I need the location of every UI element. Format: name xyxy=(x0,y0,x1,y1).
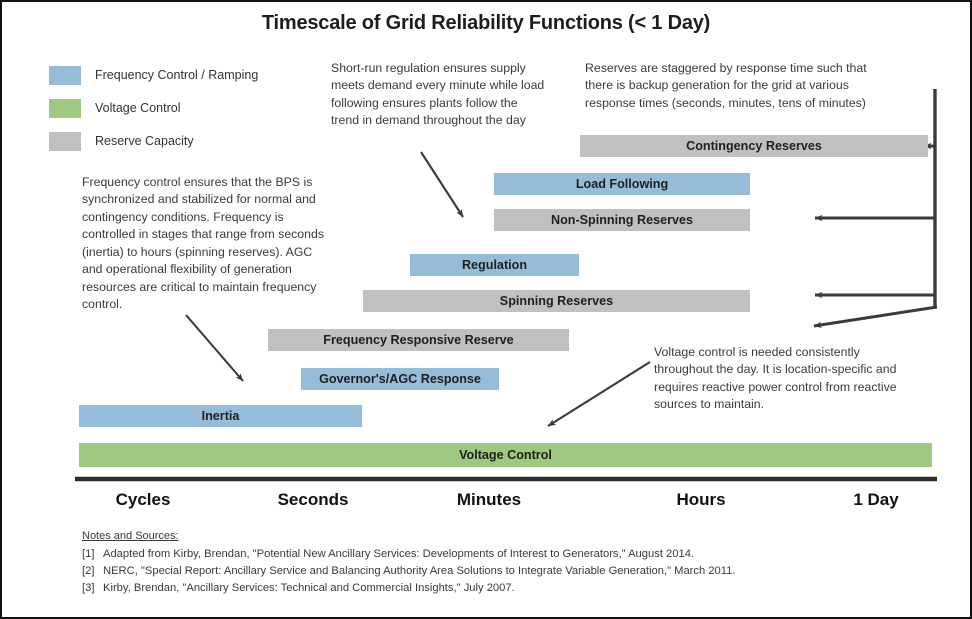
legend-swatch-reserve-capacity xyxy=(49,131,81,151)
bar-inertia: Inertia xyxy=(79,405,362,427)
bar-label: Spinning Reserves xyxy=(499,294,614,308)
legend-label-voltage-control: Voltage Control xyxy=(95,101,181,115)
bar-label: Regulation xyxy=(461,258,528,272)
bar-label: Voltage Control xyxy=(459,448,552,462)
axis-tick-seconds: Seconds xyxy=(277,490,349,509)
bar-contingency-reserves: Contingency Reserves xyxy=(580,135,928,157)
axis-tick-cycles: Cycles xyxy=(115,490,171,509)
source-number: [1] xyxy=(82,548,95,560)
bar-governor-s-agc-response: Governor's/AGC Response xyxy=(301,368,499,390)
arrow-frequency-responsive-reserve xyxy=(813,305,938,329)
bar-regulation: Regulation xyxy=(410,254,579,276)
axis-tick-1-day: 1 Day xyxy=(853,490,899,509)
source-number: [2] xyxy=(82,565,95,577)
source-item: Adapted from Kirby, Brendan, "Potential … xyxy=(103,548,695,560)
page-title: Timescale of Grid Reliability Functions … xyxy=(261,12,711,34)
source-item: NERC, "Special Report: Ancillary Service… xyxy=(103,565,736,577)
legend-reserve-capacity: Reserve Capacity xyxy=(49,128,258,154)
annotation-frequency-control: Frequency control ensures that the BPS i… xyxy=(82,175,324,312)
bar-label: Contingency Reserves xyxy=(686,139,822,153)
axis-tick-hours: Hours xyxy=(676,490,726,509)
source-number: [3] xyxy=(82,582,95,594)
source-item: Kirby, Brendan, "Ancillary Services: Tec… xyxy=(103,582,515,594)
legend-label-reserve-capacity: Reserve Capacity xyxy=(95,134,194,148)
legend-swatch-voltage-control xyxy=(49,98,81,118)
bar-label: Governor's/AGC Response xyxy=(319,372,481,386)
legend-frequency-control: Frequency Control / Ramping xyxy=(49,62,258,88)
bar-spinning-reserves: Spinning Reserves xyxy=(363,290,750,312)
legend-voltage-control: Voltage Control xyxy=(49,95,258,121)
bar-frequency-responsive-reserve: Frequency Responsive Reserve xyxy=(268,329,569,351)
bar-non-spinning-reserves: Non-Spinning Reserves xyxy=(494,209,750,231)
bar-load-following: Load Following xyxy=(494,173,750,195)
bar-label: Load Following xyxy=(575,177,669,191)
arrow-regulation xyxy=(420,151,464,218)
arrow-voltage-control xyxy=(547,361,651,427)
bar-label: Frequency Responsive Reserve xyxy=(323,333,514,347)
bar-voltage-control: Voltage Control xyxy=(79,443,932,467)
legend-swatch-frequency-control xyxy=(49,65,81,85)
annotation-voltage-control: Voltage control is needed consistently t… xyxy=(654,345,897,412)
bar-label: Inertia xyxy=(201,409,240,423)
notes-heading: Notes and Sources: xyxy=(82,530,179,542)
bar-label: Non-Spinning Reserves xyxy=(550,213,694,227)
arrow-frequency-control xyxy=(185,314,244,382)
axis-tick-minutes: Minutes xyxy=(456,490,522,509)
legend-label-frequency-control: Frequency Control / Ramping xyxy=(95,68,259,82)
annotation-reserves: Reserves are staggered by response time … xyxy=(585,61,867,110)
legend: Frequency Control / Ramping Voltage Cont… xyxy=(49,62,258,161)
annotation-regulation: Short-run regulation ensures supply meet… xyxy=(331,61,545,128)
